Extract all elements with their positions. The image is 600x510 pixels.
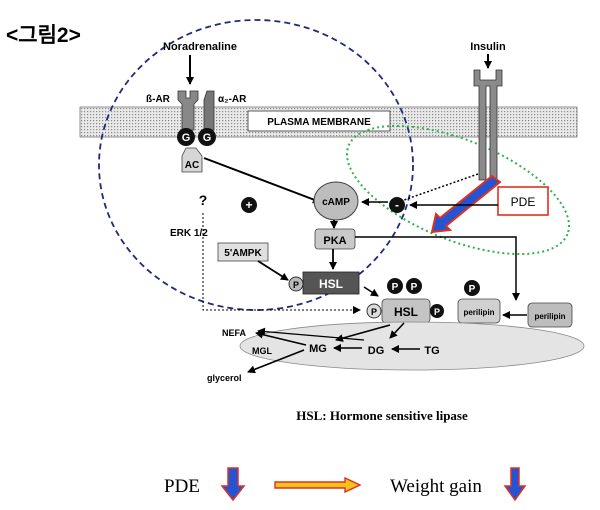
g-protein-1-label: G (182, 132, 191, 144)
caption: HSL: Hormone sensitive lipase (296, 408, 468, 423)
dg-label: DG (368, 345, 385, 357)
ac-node (181, 147, 203, 173)
ac-label: AC (185, 160, 199, 171)
g-protein-1 (177, 128, 195, 146)
pde-down-arrow (220, 467, 246, 502)
phospho-site-perilipin-label: P (469, 284, 476, 295)
plus-sign (241, 197, 257, 213)
ampk-to-p-arrow (257, 260, 289, 281)
phospho-site-top-1 (387, 278, 403, 294)
alpha2-ar-receptor (203, 90, 215, 131)
phospho-site-left-label: P (371, 307, 377, 317)
bottom-pde-label: PDE (164, 476, 200, 497)
hsl-to-lower-arrow (363, 286, 379, 297)
erk-dashed-path (202, 213, 361, 314)
ampk-label: 5'AMPK (224, 248, 262, 259)
pka-node (314, 228, 356, 250)
pde-activation-arrow (430, 174, 502, 234)
hsl-lower-label: HSL (394, 305, 418, 319)
phospho-ampk-label: P (293, 280, 299, 290)
dotted-ellipse (346, 124, 570, 256)
minus-sign (389, 197, 405, 213)
erk-label: ERK 1/2 (170, 228, 208, 239)
phospho-site-top-2-label: P (411, 282, 418, 293)
noradrenaline-label: Noradrenaline (163, 41, 237, 53)
yields-arrow (274, 476, 362, 494)
perilipin-right-label: perilipin (534, 312, 565, 321)
hsl-to-dg-arrow (389, 322, 405, 339)
phospho-site-right-label: P (434, 307, 440, 317)
nefa-label: NEFA (222, 328, 247, 338)
phospho-site-left (366, 303, 382, 319)
perilipin-left-node (457, 298, 501, 324)
hsl-to-mg-arrow (335, 324, 391, 342)
g-protein-2 (198, 128, 216, 146)
beta-ar-label: ß-AR (146, 94, 171, 105)
phospho-site-top-1-label: P (392, 282, 399, 293)
pde-box-label: PDE (511, 195, 536, 209)
camp-node (313, 181, 359, 221)
question-mark: ? (199, 192, 208, 208)
insulin-label: Insulin (470, 41, 506, 53)
mg-label: MG (309, 343, 327, 355)
minus-sign-label: - (395, 198, 399, 212)
plasma-membrane-label: PLASMA MEMBRANE (267, 117, 371, 128)
mgl-label: MGL (252, 346, 272, 356)
plus-sign-label: + (245, 198, 252, 212)
alpha2-ar-label: α₂-AR (218, 94, 247, 105)
hsl-upper-label: HSL (319, 277, 343, 291)
phospho-site-right (430, 304, 444, 318)
plasma-membrane-label-box (247, 110, 391, 132)
glycerol-label: glycerol (207, 373, 242, 383)
perilipin-left-label: perilipin (463, 308, 494, 317)
mg-to-glycerol-arrow (247, 349, 305, 374)
pka-to-perilipin-arrow (355, 236, 520, 301)
pka-label: PKA (323, 235, 346, 247)
figure-label: <그림2> (6, 24, 81, 47)
tg-label: TG (424, 345, 439, 357)
g-protein-2-label: G (203, 132, 212, 144)
camp-label: cAMP (322, 197, 350, 208)
insulin-to-minus-dotted (403, 173, 479, 201)
phospho-site-top-2 (406, 278, 422, 294)
weight-gain-down-arrow (503, 467, 527, 502)
dashed-circle (98, 19, 414, 311)
dg-to-nefa-arrow (257, 327, 365, 341)
lipid-droplet (239, 321, 585, 371)
pde-box (497, 186, 549, 216)
bottom-weight-gain-label: Weight gain (390, 476, 482, 497)
perilipin-right-node (527, 302, 573, 328)
beta-ar-receptor (177, 90, 199, 131)
ac-to-camp-arrow (203, 157, 321, 204)
phospho-site-perilipin (464, 280, 480, 296)
hsl-upper-node (302, 271, 360, 295)
ampk-node (217, 242, 269, 262)
